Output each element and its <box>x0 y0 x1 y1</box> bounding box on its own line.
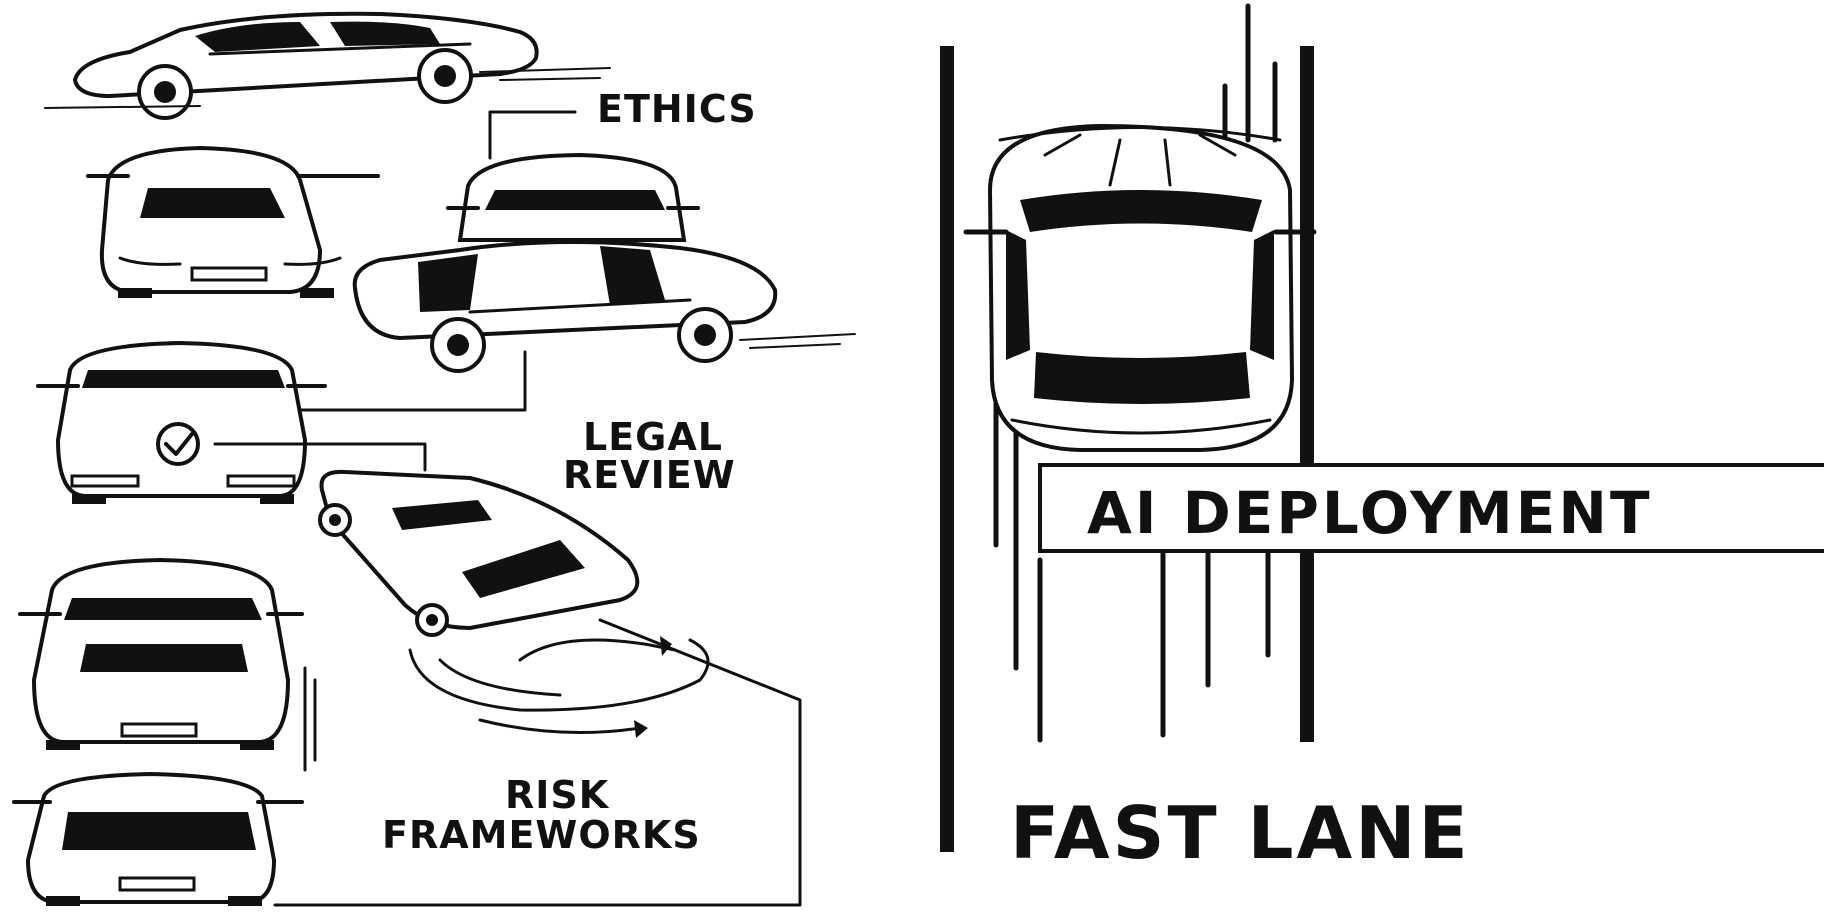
ai-deployment-sign: AI DEPLOYMENT <box>1038 463 1824 553</box>
spinning-car <box>318 469 710 738</box>
ethics-label: ETHICS <box>597 87 757 131</box>
front-car-row2-right <box>446 152 700 242</box>
legal-label-line2: REVIEW <box>563 453 736 497</box>
checkmark-icon <box>156 422 200 466</box>
fast-lane-car <box>963 123 1317 452</box>
risk-frameworks-callout: RISK FRAMEWORKS <box>273 618 802 907</box>
fast-lane-title: FAST LANE <box>1010 791 1471 875</box>
legal-label-line1: LEGAL <box>583 415 723 459</box>
front-car-row2-left <box>86 145 380 298</box>
ethics-callout: ETHICS <box>488 87 757 160</box>
legal-review-callout: LEGAL REVIEW <box>213 350 736 497</box>
rear-car-row4 <box>18 557 317 772</box>
risk-label-line1: RISK <box>505 773 610 817</box>
risk-label-line2: FRAMEWORKS <box>382 813 701 857</box>
fast-lane-road-lines <box>940 3 1314 852</box>
side-car-middle <box>352 239 856 373</box>
rear-car-row3 <box>36 340 327 504</box>
side-car-top <box>44 11 611 120</box>
ai-deployment-label: AI DEPLOYMENT <box>1087 479 1653 547</box>
front-car-bottom <box>12 771 304 906</box>
